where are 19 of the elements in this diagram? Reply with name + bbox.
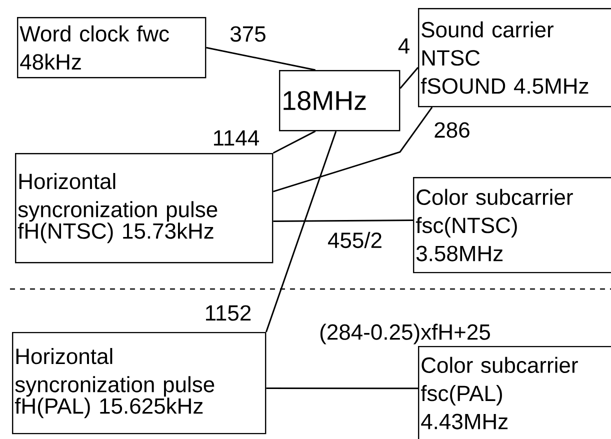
connector-line bbox=[266, 130, 337, 332]
edge-label: 1144 bbox=[211, 129, 261, 147]
edge-label: (284-0.25)xfH+25 bbox=[318, 322, 492, 346]
frequency-box: Color subcarrier fsc(PAL) 4.43MHz bbox=[418, 346, 611, 439]
connector-line bbox=[272, 130, 316, 154]
connector-line bbox=[272, 106, 433, 192]
edge-label: 455/2 bbox=[326, 230, 384, 250]
edge-label: 286 bbox=[432, 121, 472, 139]
edge-label: 1152 bbox=[203, 304, 253, 322]
frequency-box: Sound carrier NTSC fSOUND 4.5MHz bbox=[418, 8, 611, 108]
frequency-box: Word clock fwc 48kHz bbox=[17, 17, 206, 78]
frequency-box: Color subcarrier fsc(NTSC) 3.58MHz bbox=[413, 177, 611, 274]
connector-line bbox=[206, 46, 316, 71]
frequency-box: Horizontal syncronization pulse fH(PAL) 15.625kHz bbox=[12, 332, 266, 434]
edge-label: 375 bbox=[228, 25, 268, 43]
connector-line bbox=[266, 387, 418, 390]
frequency-box: Horizontal syncronization pulse fH(NTSC) 15.73kHz bbox=[15, 153, 274, 264]
frequency-box: 18MHz bbox=[279, 70, 400, 132]
connector-line bbox=[273, 220, 413, 222]
